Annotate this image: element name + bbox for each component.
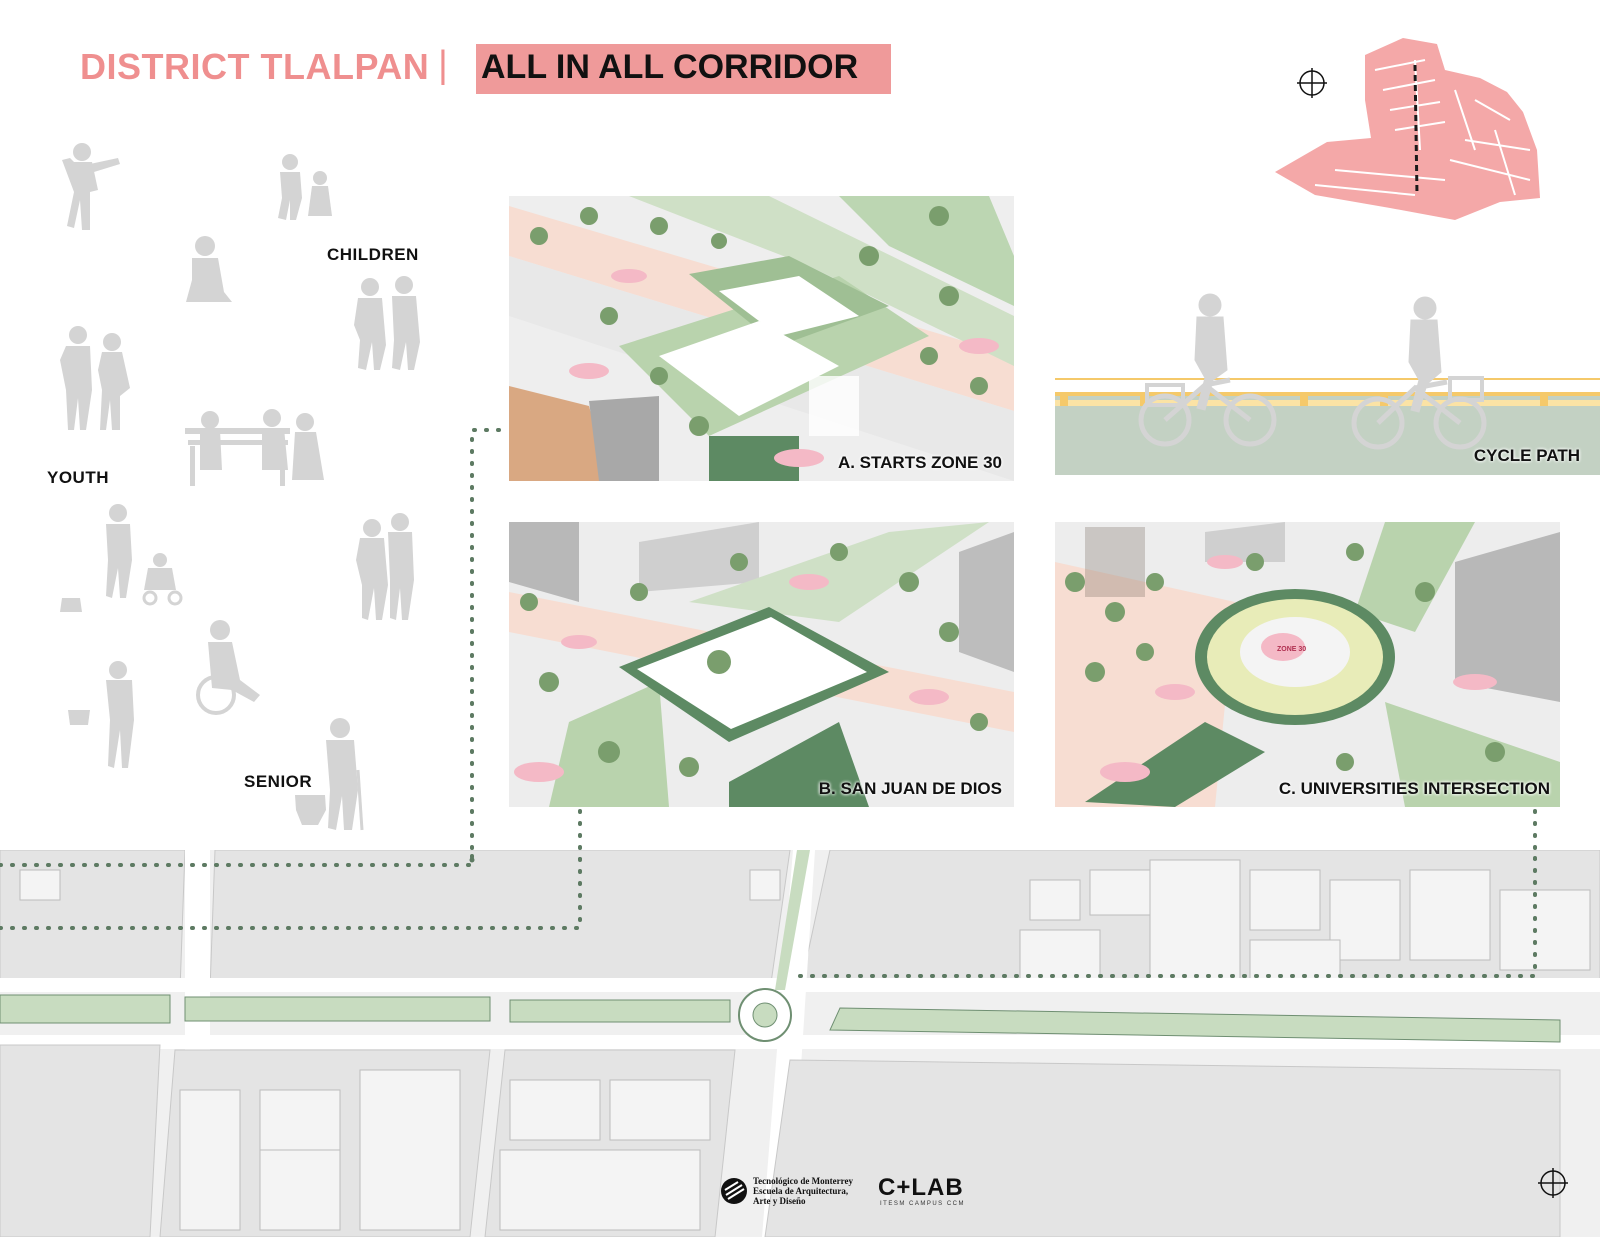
leader-lines — [470, 428, 1537, 860]
institution-name: Tecnológico de Monterrey Escuela de Arqu… — [753, 1176, 853, 1206]
panel-b-label: B. SAN JUAN DE DIOS — [818, 779, 1002, 798]
label-children: CHILDREN — [327, 245, 419, 264]
cycle-path-label: CYCLE PATH — [1473, 446, 1580, 465]
zone-30-marking: ZONE 30 — [1277, 646, 1306, 653]
label-senior: SENIOR — [244, 772, 313, 791]
panel-b-san-juan: B. SAN JUAN DE DIOS — [509, 522, 1014, 807]
district-title: DISTRICT TLALPAN — [80, 46, 430, 87]
north-arrow-icon — [1538, 1168, 1568, 1198]
cycle-path-section: CYCLE PATH — [1055, 280, 1600, 475]
user-silhouettes — [60, 143, 420, 831]
district-key-map — [1275, 38, 1540, 220]
corridor-title: ALL IN ALL CORRIDOR — [481, 48, 859, 86]
panel-c-universities: ZONE 30 C. UNIVERSITIES INTERSECTION — [1055, 522, 1560, 807]
panel-a-label: A. STARTS ZONE 30 — [837, 453, 1002, 472]
corridor-base-map — [0, 850, 1600, 1237]
label-youth: YOUTH — [47, 468, 109, 487]
corridor-title-highlight — [476, 44, 891, 94]
panel-a-zone-30: A. STARTS ZONE 30 — [509, 196, 1014, 481]
institution-logo-icon — [721, 1178, 747, 1204]
panel-c-label: C. UNIVERSITIES INTERSECTION — [1278, 779, 1550, 798]
clab-subtitle: ITESM CAMPUS CCM — [880, 1201, 966, 1207]
clab-logo: C+LAB — [878, 1174, 964, 1201]
title-separator: | — [438, 44, 448, 86]
north-arrow-icon — [1297, 68, 1327, 98]
